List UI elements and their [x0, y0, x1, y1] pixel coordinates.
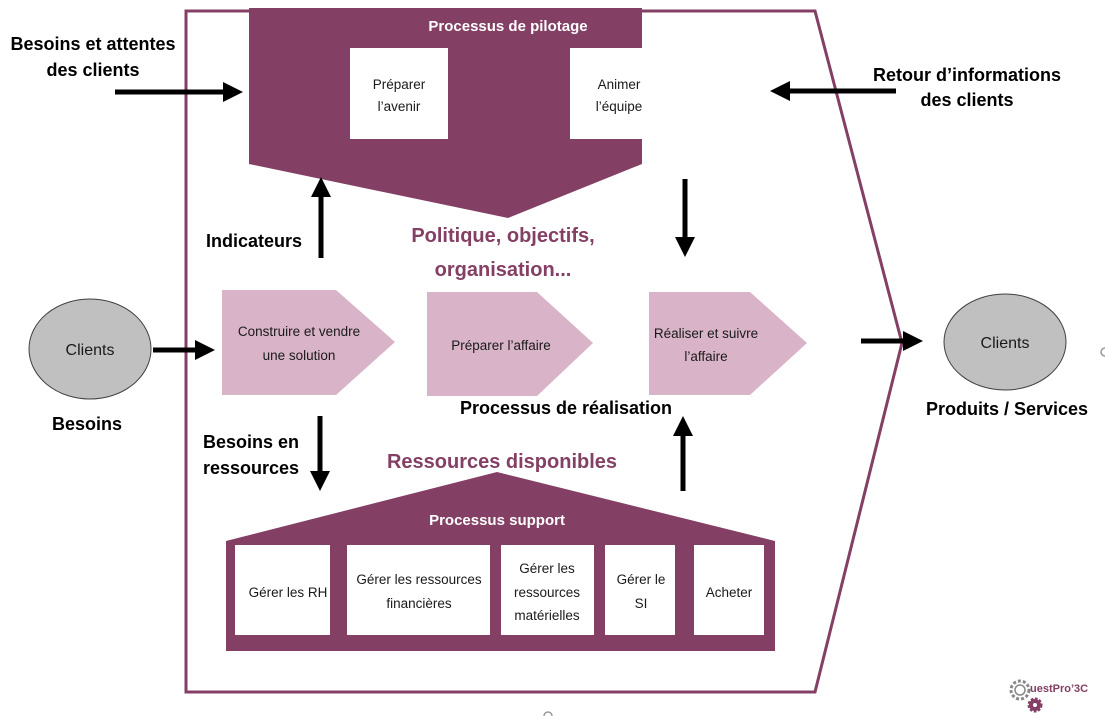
- realisation-step-line: Préparer l’affaire: [451, 338, 551, 353]
- realisation-step: Construire et vendre une solution: [222, 290, 395, 395]
- enterprise-boundary: [184, 9, 904, 694]
- support-box-line: Gérer les ressources: [356, 572, 482, 587]
- label-besoins-ressources: ressources: [203, 458, 299, 478]
- pilotage-box-line: l’avenir: [378, 99, 421, 114]
- gears-icon: [1009, 679, 1043, 713]
- support-box-line: Gérer le: [617, 572, 666, 587]
- realisation-step: Préparer l’affaire: [427, 292, 593, 396]
- clients-output-label: Clients: [981, 335, 1030, 352]
- support-box: Gérer les RH: [235, 545, 330, 635]
- decorative-mark: [1100, 347, 1105, 357]
- clients-input-label: Clients: [66, 342, 115, 359]
- realisation-step-line: Réaliser et suivre: [654, 326, 758, 341]
- support-box-line: ressources: [514, 585, 580, 600]
- label-politique: organisation...: [435, 259, 572, 281]
- pilotage-box-line: Animer: [598, 77, 641, 92]
- support-box-line: financières: [386, 596, 452, 611]
- support-box: Acheter: [694, 545, 764, 635]
- support-box-line: SI: [635, 596, 648, 611]
- support-box: Gérer le SI: [605, 545, 675, 635]
- label-besoins: Besoins: [52, 414, 122, 434]
- support-box: Gérer les ressources matérielles: [501, 545, 594, 635]
- pilotage-box-line: l’équipe: [596, 99, 643, 114]
- clients-input-ellipse: [28, 298, 152, 400]
- pilotage-title: Processus de pilotage: [428, 18, 587, 35]
- label-besoins-ressources: Besoins en: [203, 432, 299, 452]
- label-produits-services: Produits / Services: [926, 399, 1088, 419]
- support-box-line: Gérer les: [519, 561, 575, 576]
- label-indicateurs: Indicateurs: [206, 231, 302, 251]
- realisation-step-line: Construire et vendre: [238, 324, 360, 339]
- support-box-line: Gérer les RH: [249, 585, 328, 600]
- label-besoins-attentes: des clients: [46, 60, 139, 80]
- clients-output-ellipse: [943, 293, 1067, 391]
- label-retour-informations: des clients: [920, 90, 1013, 110]
- pilotage-box-line: Préparer: [373, 77, 426, 92]
- support-title: Processus support: [429, 512, 565, 529]
- pilotage-box: Animer l’équipe: [570, 48, 668, 139]
- realisation-step: Réaliser et suivre l’affaire: [649, 292, 807, 395]
- support-box-line: matérielles: [514, 608, 580, 623]
- label-besoins-attentes: Besoins et attentes: [10, 34, 175, 54]
- pilotage-box: Préparer l’avenir: [350, 48, 448, 139]
- label-retour-informations: Retour d’informations: [873, 65, 1061, 85]
- logo-text: uestPro’3C: [1030, 683, 1088, 695]
- realisation-title: Processus de réalisation: [460, 398, 672, 418]
- logo: uestPro’3C: [1009, 679, 1088, 713]
- decorative-mark: [543, 711, 553, 716]
- realisation-step-line: une solution: [263, 348, 336, 363]
- support-box: Gérer les ressources financières: [347, 545, 490, 635]
- support-box-line: Acheter: [706, 585, 753, 600]
- realisation-step-line: l’affaire: [684, 349, 727, 364]
- label-ressources-disponibles: Ressources disponibles: [387, 451, 617, 473]
- label-politique: Politique, objectifs,: [411, 225, 594, 247]
